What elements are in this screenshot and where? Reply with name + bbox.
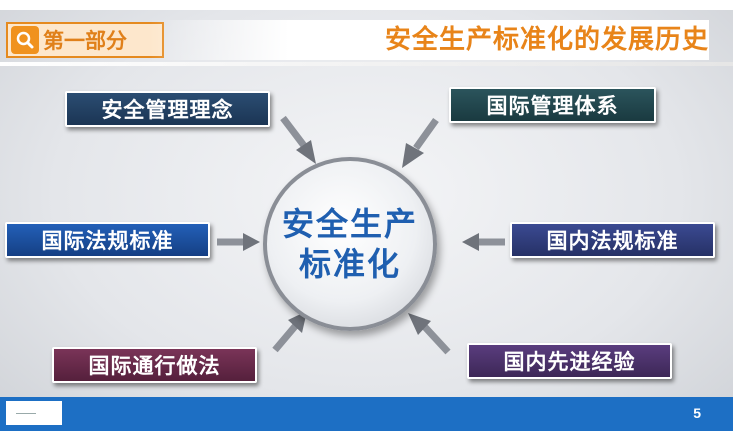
search-icon bbox=[11, 26, 39, 54]
arrow-right bbox=[462, 233, 505, 251]
node-domestic-regulations-standards: 国内法规标准 bbox=[510, 222, 715, 258]
center-text-line-2: 标准化 bbox=[298, 245, 401, 283]
center-circle: 安全生产 标准化 bbox=[263, 157, 437, 331]
node-label: 国内法规标准 bbox=[546, 229, 679, 253]
arrow-top-left bbox=[280, 115, 316, 164]
node-label: 国际法规标准 bbox=[41, 229, 174, 253]
page-number: 5 bbox=[693, 405, 701, 421]
top-stripe bbox=[0, 0, 733, 10]
node-international-management-system: 国际管理体系 bbox=[449, 87, 656, 123]
node-label: 安全管理理念 bbox=[101, 98, 234, 122]
section-label: 第一部分 bbox=[43, 29, 127, 53]
node-domestic-advanced-experience: 国内先进经验 bbox=[467, 343, 672, 379]
node-international-regulations-standards: 国际法规标准 bbox=[5, 222, 210, 258]
section-tab: 第一部分 bbox=[6, 22, 164, 58]
footer-bar: 5 bbox=[0, 397, 733, 431]
title-underline bbox=[0, 62, 733, 66]
node-label: 国内先进经验 bbox=[503, 350, 636, 374]
node-international-common-practice: 国际通行做法 bbox=[52, 347, 257, 383]
arrow-bottom-right bbox=[408, 313, 451, 355]
center-text-line-1: 安全生产 bbox=[281, 205, 418, 243]
footer-logo bbox=[6, 401, 62, 425]
title-banner: 安全生产标准化的发展历史 bbox=[149, 20, 709, 60]
arrow-left bbox=[217, 233, 260, 251]
node-label: 国际管理体系 bbox=[486, 94, 619, 118]
arrow-top-right bbox=[402, 117, 439, 168]
node-label: 国际通行做法 bbox=[88, 354, 221, 378]
page-title: 安全生产标准化的发展历史 bbox=[384, 25, 709, 55]
node-safety-management-concept: 安全管理理念 bbox=[65, 91, 270, 127]
